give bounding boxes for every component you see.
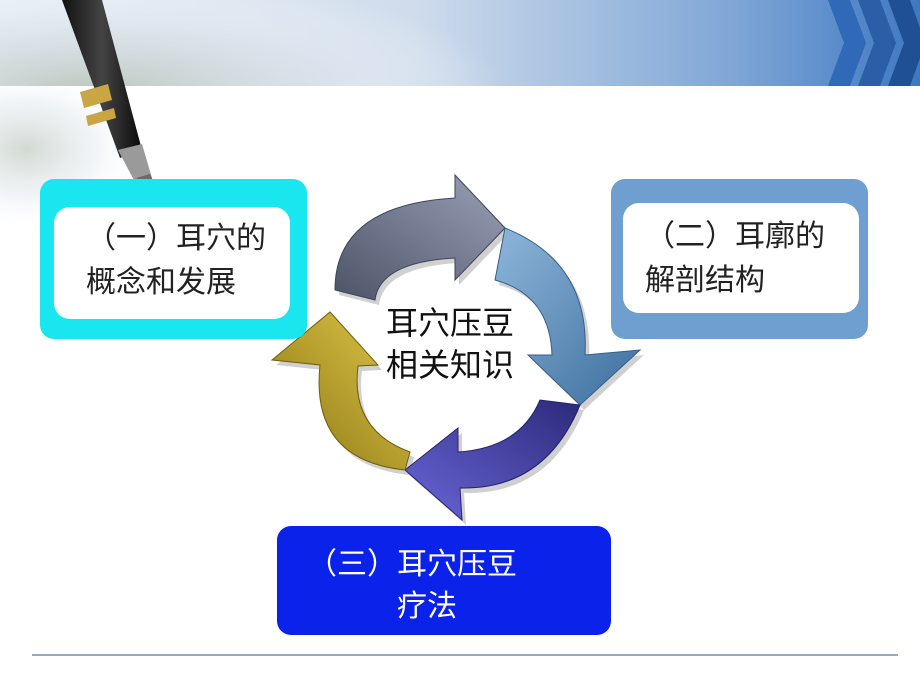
item-box-3[interactable]: （三）耳穴压豆 疗法: [277, 526, 611, 635]
item-2-line1: （二）耳廓的: [645, 219, 825, 254]
arrow-right: [494, 227, 642, 406]
cycle-diagram: [270, 173, 644, 525]
item-box-2[interactable]: （二）耳廓的 解剖结构: [611, 179, 868, 339]
center-label: 耳穴压豆 相关知识: [360, 302, 540, 386]
item-1-line1: （一）耳穴的: [86, 221, 266, 256]
center-label-line2: 相关知识: [385, 346, 514, 384]
item-box-1[interactable]: （一）耳穴的 概念和发展: [40, 179, 307, 339]
arrow-left: [270, 311, 411, 471]
fountain-pen-icon: [62, 0, 160, 196]
item-3-line2: 疗法: [397, 589, 457, 624]
arrow-bottom: [404, 399, 581, 522]
item-box-1-content: （一）耳穴的 概念和发展: [54, 207, 290, 319]
item-3-line1: （三）耳穴压豆: [307, 547, 517, 582]
chevron-decoration-icon: [828, 0, 920, 86]
item-box-2-content: （二）耳廓的 解剖结构: [623, 203, 859, 313]
arrow-top: [334, 173, 506, 301]
item-1-line2: 概念和发展: [86, 265, 236, 300]
item-2-line2: 解剖结构: [645, 263, 765, 298]
center-label-line1: 耳穴压豆: [385, 304, 514, 342]
